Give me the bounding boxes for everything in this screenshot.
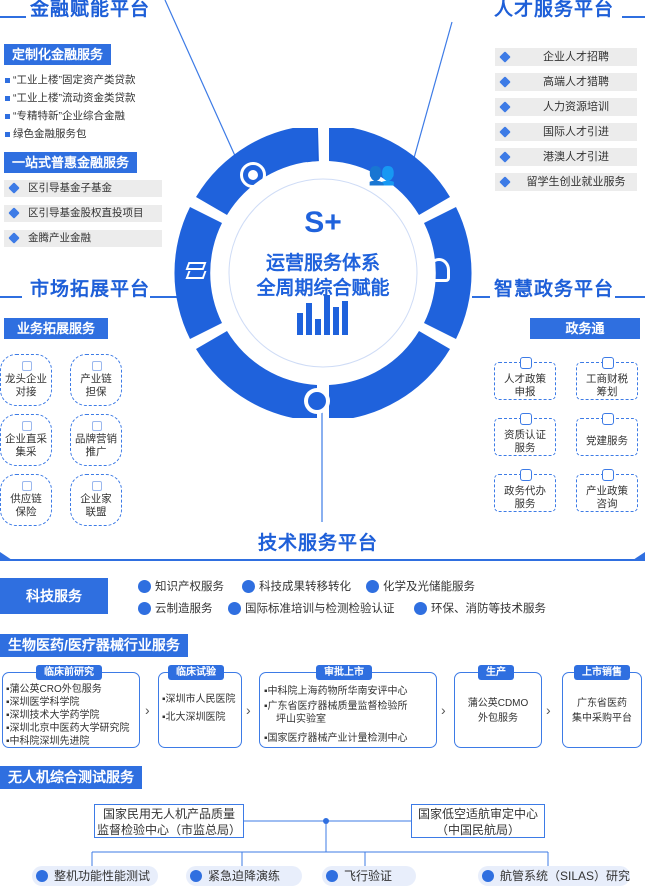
gov-item: 资质认证服务 <box>494 413 556 456</box>
talent-item: 企业人才招聘 <box>495 48 637 66</box>
custom-finance-item: “专精特新”企业综合金融 <box>5 108 125 123</box>
center-logo: S+ <box>304 206 342 239</box>
stage-sales <box>562 672 642 748</box>
stage-line: ▪深圳北京中医药大学研究院 <box>6 723 130 734</box>
tech-item: 环保、消防等技术服务 <box>414 600 546 616</box>
onestop-finance-title: 一站式普惠金融服务 <box>4 152 138 173</box>
uav-atc-button: 航管系统（SILAS）研究 <box>478 866 630 886</box>
uav-org-left: 国家民用无人机产品质量监督检验中心（市监总局） <box>94 804 244 838</box>
talent-item: 人力资源培训 <box>495 98 637 116</box>
market-item: 龙头企业对接 <box>0 354 52 406</box>
market-item: 产业链担保 <box>70 354 122 406</box>
uav-flight-button: 飞行验证 <box>322 866 416 886</box>
tech-item: 知识产权服务 <box>138 578 224 594</box>
people-icon: 👥 <box>368 161 396 186</box>
stage-tag: 上市销售 <box>574 665 630 680</box>
stage-tag: 审批上市 <box>316 665 372 680</box>
stage-line: ▪深圳医学科学院 <box>6 697 80 708</box>
uav-org-right: 国家低空适航审定中心（中国民航局） <box>411 804 545 838</box>
market-service-title: 业务拓展服务 <box>4 318 108 339</box>
talent-item: 国际人才引进 <box>495 123 637 141</box>
stage-tag: 临床前研究 <box>36 665 102 680</box>
stage-line: ▪广东省医疗器械质量监督检验所 <box>264 701 408 712</box>
center-line2: 全周期综合赋能 <box>256 278 390 299</box>
custom-finance-item: “工业上楼”固定资产类贷款 <box>5 72 136 87</box>
stage-tag: 生产 <box>478 665 514 680</box>
stage-clinical <box>158 672 242 748</box>
market-item: 品牌营销推广 <box>70 414 122 466</box>
stage-tag: 临床试验 <box>168 665 224 680</box>
gov-service-title: 政务通 <box>530 318 640 339</box>
stage-line: ▪中科院上海药物所华南安评中心 <box>264 686 408 697</box>
gov-item: 人才政策申报 <box>494 357 556 400</box>
custom-finance-item: “工业上楼”流动资金类贷款 <box>5 90 136 105</box>
custom-finance-item: 绿色金融服务包 <box>5 126 87 141</box>
onestop-item: 区引导基金子基金 <box>4 180 162 197</box>
arrow-icon: › <box>546 702 551 718</box>
gov-item: 党建服务 <box>576 413 638 456</box>
tech-item: 科技成果转移转化 <box>242 578 351 594</box>
stage-line: 集中采购平台 <box>572 713 632 724</box>
layers-icon <box>184 262 210 282</box>
uav-landing-button: 紧急迫降演练 <box>186 866 302 886</box>
tech-item: 云制造服务 <box>138 600 213 616</box>
tech-platform-title: 技术服务平台 <box>258 533 379 554</box>
talent-item: 港澳人才引进 <box>495 148 637 166</box>
custom-finance-title: 定制化金融服务 <box>4 44 112 65</box>
stage-line: 外包服务 <box>478 713 518 724</box>
market-item: 供应链保险 <box>0 474 52 526</box>
finance-icon <box>240 162 266 188</box>
market-item: 企业直采集采 <box>0 414 52 466</box>
stage-production <box>454 672 542 748</box>
uav-test-button: 整机功能性能测试 <box>32 866 158 886</box>
uav-title: 无人机综合测试服务 <box>0 766 142 789</box>
stage-approval <box>259 672 437 748</box>
gov-item: 工商财税筹划 <box>576 357 638 400</box>
tech-service-title: 科技服务 <box>0 578 108 614</box>
finance-platform-title: 金融赋能平台 <box>30 0 151 20</box>
arrow-icon: › <box>145 702 150 718</box>
stage-line: 蒲公英CDMO <box>467 698 529 709</box>
tech-item: 国际标准培训与检测检验认证 <box>228 600 395 616</box>
stage-line: ▪北大深圳医院 <box>162 712 226 723</box>
gov-heart-icon <box>428 258 450 282</box>
market-platform-title: 市场拓展平台 <box>30 279 151 300</box>
gov-item: 政务代办服务 <box>494 469 556 512</box>
arrow-icon: › <box>246 702 251 718</box>
stage-line: ▪蒲公英CRO外包服务 <box>6 684 102 695</box>
onestop-item: 金腾产业金融 <box>4 230 162 247</box>
stage-preclinical <box>2 672 140 748</box>
stage-line: ▪中科院深圳先进院 <box>6 736 90 747</box>
center-line1: 运营服务体系 <box>265 253 380 274</box>
stage-line: 广东省医药 <box>577 698 627 709</box>
stage-line: ▪国家医疗器械产业计量检测中心 <box>264 733 408 744</box>
market-item: 企业家联盟 <box>70 474 122 526</box>
bio-title: 生物医药/医疗器械行业服务 <box>0 634 188 657</box>
onestop-item: 区引导基金股权直投项目 <box>4 205 162 222</box>
talent-item: 留学生创业就业服务 <box>495 173 637 191</box>
gov-item: 产业政策咨询 <box>576 469 638 512</box>
stage-line: ▪深圳技术大学药学院 <box>6 710 100 721</box>
gov-platform-title: 智慧政务平台 <box>494 279 615 300</box>
tech-item: 化学及光储能服务 <box>366 578 475 594</box>
talent-item: 高端人才猎聘 <box>495 73 637 91</box>
globe-icon <box>304 388 330 414</box>
arrow-icon: › <box>441 702 446 718</box>
stage-line: ▪深圳市人民医院 <box>162 694 236 705</box>
stage-line: 坪山实验室 <box>276 714 326 725</box>
talent-platform-title: 人才服务平台 <box>494 0 615 20</box>
